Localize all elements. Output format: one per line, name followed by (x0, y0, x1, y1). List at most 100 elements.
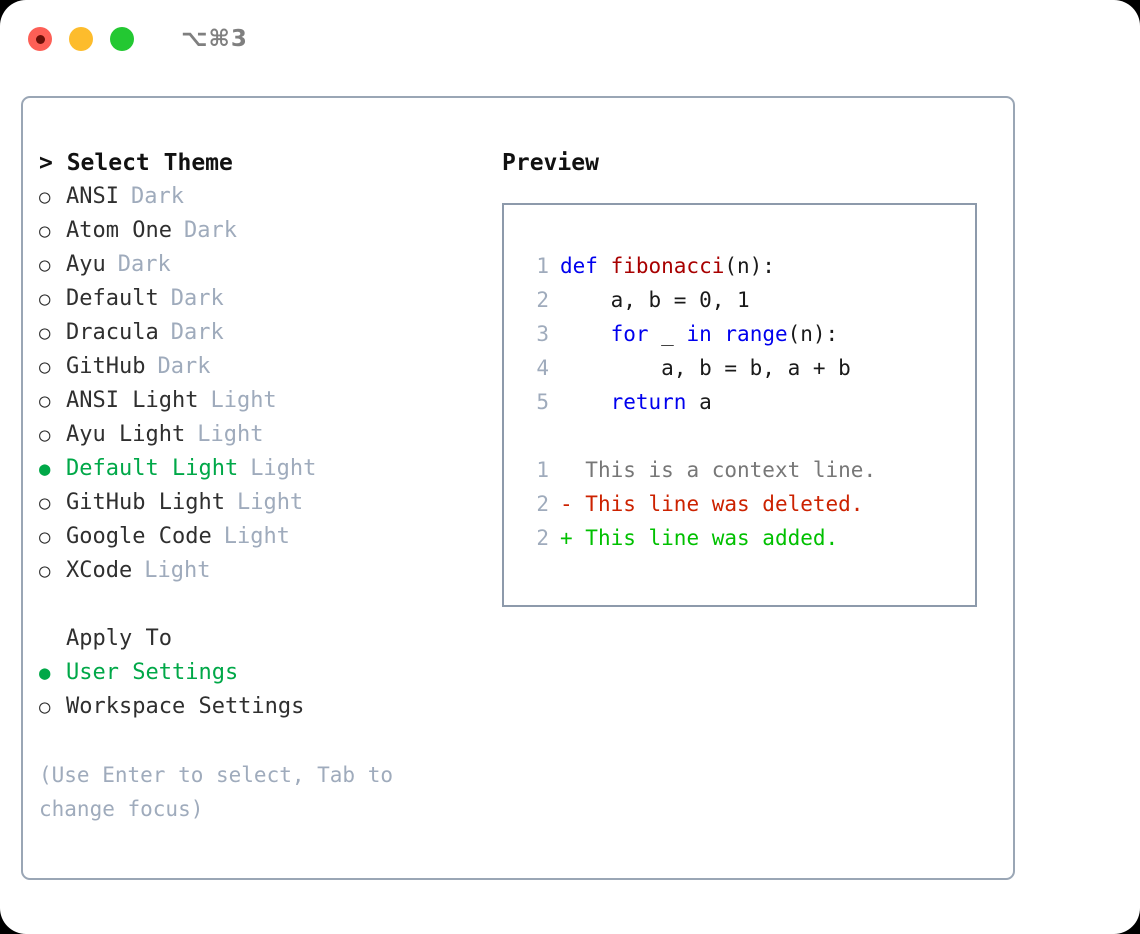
theme-option-label: Atom One (66, 218, 172, 243)
radio-unselected-icon: ○ (39, 526, 51, 548)
line-number: 3 (536, 322, 549, 346)
code-token: _ (648, 322, 687, 346)
theme-option[interactable]: ○ ANSI Light Light (39, 384, 499, 418)
close-button[interactable] (28, 27, 52, 51)
line-number: 2 (536, 526, 549, 550)
radio-unselected-icon: ○ (39, 356, 51, 378)
theme-option-label: Ayu Light (66, 422, 186, 447)
window-controls (28, 27, 134, 51)
theme-option-label: GitHub (66, 354, 146, 379)
code-line: 1 def fibonacci(n): (504, 249, 975, 283)
code-text: for _ in range(n): (560, 317, 839, 351)
radio-unselected-icon: ○ (39, 186, 51, 208)
theme-option-label: ANSI Light (66, 388, 199, 413)
theme-option[interactable]: ○ Google Code Light (39, 520, 499, 554)
theme-option-tag: Light (236, 490, 304, 515)
theme-option-tag: Light (210, 388, 277, 413)
theme-option-label: GitHub Light (66, 490, 225, 515)
code-token: a (686, 390, 712, 414)
preview-heading: Preview (502, 150, 599, 176)
theme-option-tag: Light (223, 524, 290, 549)
code-text: a, b = b, a + b (560, 351, 851, 385)
code-text: def fibonacci(n): (560, 249, 775, 283)
radio-unselected-icon: ○ (39, 560, 51, 582)
theme-option-label: Default Light (66, 456, 239, 481)
diff-text: This is a context line. (572, 458, 877, 482)
theme-option[interactable]: ○ XCode Light (39, 554, 499, 588)
radio-unselected-icon: ○ (39, 288, 51, 310)
code-line: 5 return a (504, 385, 975, 419)
line-number: 4 (536, 356, 549, 380)
code-token: (n): (724, 254, 775, 278)
line-number: 2 (536, 492, 549, 516)
theme-option-label: XCode (66, 558, 133, 583)
line-number: 1 (536, 254, 549, 278)
code-token: def (560, 254, 611, 278)
theme-option-label: Dracula (66, 320, 159, 345)
apply-to-option[interactable]: ● User Settings (39, 656, 499, 690)
radio-unselected-icon: ○ (39, 220, 51, 242)
theme-option-label: Google Code (66, 524, 212, 549)
diff-sample: 1 This is a context line.2- This line wa… (504, 453, 975, 555)
diff-line: 1 This is a context line. (504, 453, 975, 487)
theme-option-label: ANSI (66, 184, 119, 209)
code-line: 2 a, b = 0, 1 (504, 283, 975, 317)
radio-selected-icon: ● (39, 458, 51, 480)
theme-option-tag: Dark (157, 354, 211, 379)
theme-option[interactable]: ○ GitHub Light Light (39, 486, 499, 520)
theme-option-label: Default (66, 286, 159, 311)
theme-option[interactable]: ○ Atom One Dark (39, 214, 499, 248)
theme-option-tag: Dark (170, 286, 224, 311)
title-bar: ⌥⌘3 (0, 0, 1140, 78)
apply-to-option-list[interactable]: ● User Settings ○ Workspace Settings (39, 656, 499, 724)
minimize-button[interactable] (69, 27, 93, 51)
theme-option-tag: Dark (183, 218, 237, 243)
diff-text: This line was deleted. (572, 492, 864, 516)
theme-option[interactable]: ● Default Light Light (39, 452, 499, 486)
radio-unselected-icon: ○ (39, 696, 51, 718)
theme-option-tag: Light (250, 456, 317, 481)
code-token (712, 322, 725, 346)
line-number: 5 (536, 390, 549, 414)
keyboard-shortcut-label: ⌥⌘3 (181, 26, 248, 52)
select-theme-heading: > Select Theme (39, 150, 233, 176)
maximize-button[interactable] (110, 27, 134, 51)
diff-text: This line was added. (572, 526, 839, 550)
radio-unselected-icon: ○ (39, 390, 51, 412)
keyboard-hint-text: (Use Enter to select, Tab to change focu… (39, 763, 406, 821)
theme-option-tag: Light (144, 558, 211, 583)
radio-selected-icon: ● (39, 662, 51, 684)
radio-unselected-icon: ○ (39, 322, 51, 344)
line-number: 1 (536, 458, 549, 482)
diff-line: 2- This line was deleted. (504, 487, 975, 521)
code-token: in (686, 322, 712, 346)
apply-to-option-label: Workspace Settings (66, 694, 305, 719)
code-token: for (610, 322, 649, 346)
code-text: a, b = 0, 1 (560, 283, 750, 317)
code-token: a, b = b, a + b (560, 356, 851, 380)
code-token: fibonacci (610, 254, 725, 278)
apply-to-heading: Apply To (66, 626, 172, 651)
theme-option[interactable]: ○ Default Dark (39, 282, 499, 316)
diff-marker: + (560, 526, 573, 550)
apply-to-option[interactable]: ○ Workspace Settings (39, 690, 499, 724)
radio-unselected-icon: ○ (39, 424, 51, 446)
theme-option-label: Ayu (66, 252, 106, 277)
line-number: 2 (536, 288, 549, 312)
theme-option[interactable]: ○ GitHub Dark (39, 350, 499, 384)
radio-unselected-icon: ○ (39, 492, 51, 514)
apply-to-option-label: User Settings (66, 660, 239, 685)
code-token: range (724, 322, 788, 346)
code-token: a, b = 0, 1 (560, 288, 750, 312)
code-token: (n): (787, 322, 839, 346)
